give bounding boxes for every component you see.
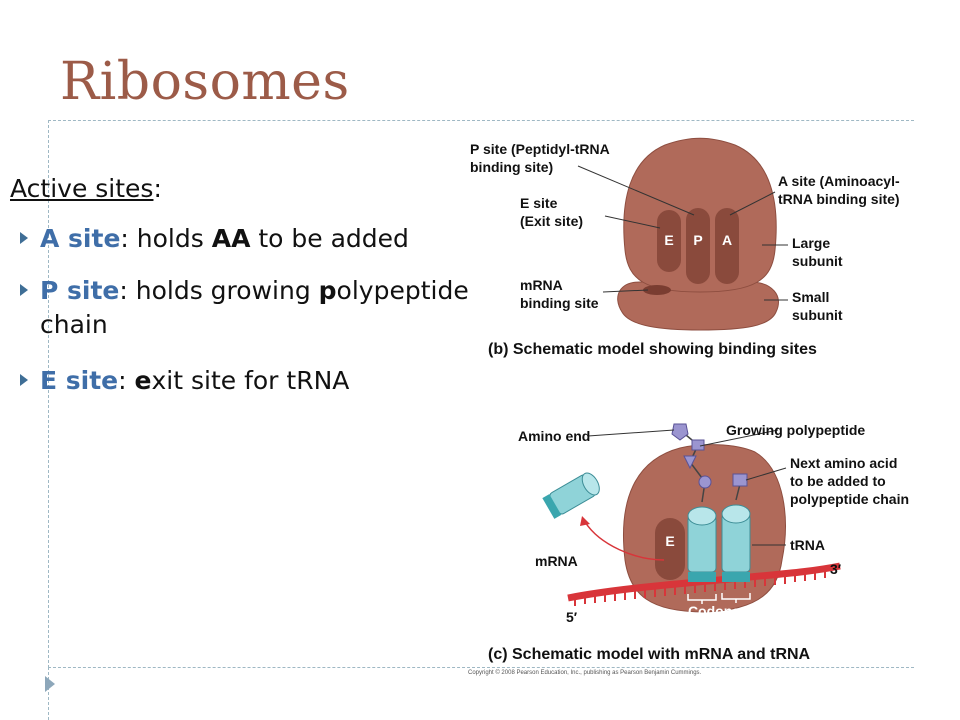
active-sites-heading: Active sites: [10,174,162,203]
label-a-site-2: tRNA binding site) [778,191,900,207]
label-next-aa-3: polypeptide chain [790,491,909,507]
label-growing-polypeptide: Growing polypeptide [726,422,865,438]
figure-c: E [468,422,909,676]
label-e-site-1: E site [520,195,558,211]
leader-a-site [729,191,776,216]
leader-e-site [604,215,661,229]
label-small-1: Small [792,289,829,305]
label-three-prime: 3′ [830,561,842,577]
leader-growing [699,429,779,447]
bullet-arrow-icon [20,284,28,296]
label-mrna-2: binding site [520,295,599,311]
label-next-aa-1: Next amino acid [790,455,897,471]
bullet-bold: AA [211,224,251,253]
label-p-site-2: binding site) [470,159,553,175]
site-p-letter: P [693,232,702,248]
bullet-e-site: E site: exit site for tRNA [20,364,349,398]
bullet-continuation: chain [40,310,108,339]
exit-arrow [584,521,665,561]
copyright-note: Copyright © 2008 Pearson Education, Inc.… [468,669,702,676]
bullet-text-end: olypeptide [336,276,469,305]
caption-b: (b) Schematic model showing binding site… [488,341,817,358]
bullet-bold: e [134,366,152,395]
leader-mrna [602,289,649,293]
bullet-keyword: P site [40,276,120,305]
heading-text: Active sites [10,174,154,203]
site-e-letter: E [664,232,673,248]
label-small-2: subunit [792,307,843,323]
caption-c: (c) Schematic model with mRNA and tRNA [488,646,811,663]
codon-brace-left [687,594,717,604]
label-next-aa-2: to be added to [790,473,886,489]
title-divider [48,120,914,121]
bullet-a-site: A site: holds AA to be added [20,222,409,256]
bullet-bold: p [318,276,337,305]
label-p-site-1: P site (Peptidyl-tRNA [470,141,610,157]
mrna-binding-site [643,285,671,295]
leader-next-aa [745,467,787,481]
label-a-site-1: A site (Aminoacyl- [778,173,900,189]
bullet-arrow-icon [20,232,28,244]
footer-divider [48,667,914,668]
leader-p-site [577,165,695,216]
bullet-text-end: to be added [250,224,409,253]
label-five-prime: 5′ [566,609,578,625]
label-amino-end: Amino end [518,428,590,444]
e-site-slot [657,210,681,272]
a-site-slot [715,208,739,284]
slide-title: Ribosomes [60,52,350,112]
bullet-p-site: P site: holds growing polypeptide chain [20,274,469,342]
e-site-slot-c [655,518,685,580]
bullet-text: : holds growing [119,276,319,305]
footer-left-divider [48,667,49,720]
bullet-keyword: E site [40,366,119,395]
heading-colon: : [153,174,162,203]
bullet-text: : holds [120,224,212,253]
site-e-letter-c: E [665,533,674,549]
corner-triangle-icon [45,676,55,692]
bullet-keyword: A site [40,224,121,253]
label-mrna-c: mRNA [535,553,578,569]
exiting-trna [542,472,600,519]
bullet-arrow-icon [20,374,28,386]
left-divider [48,120,49,668]
label-codons: Codons [688,603,740,619]
leader-amino-end [587,429,675,437]
bullet-text: : [118,366,135,395]
label-mrna-1: mRNA [520,277,563,293]
mrna-bases [574,568,826,606]
codon-brace-right [721,593,751,603]
label-e-site-2: (Exit site) [520,213,583,229]
label-large-1: Large [792,235,830,251]
trna-a-site [721,504,751,582]
exit-arrowhead [580,516,590,526]
label-trna: tRNA [790,537,825,553]
site-a-letter: A [722,232,732,248]
figure-b: E P A P site (Peptidyl-tRNA binding site… [470,137,900,358]
p-site-slot [686,208,710,284]
trna-p-site [687,506,717,582]
polypeptide-chain [671,423,748,503]
label-large-2: subunit [792,253,843,269]
bullet-text-end: xit site for tRNA [151,366,350,395]
